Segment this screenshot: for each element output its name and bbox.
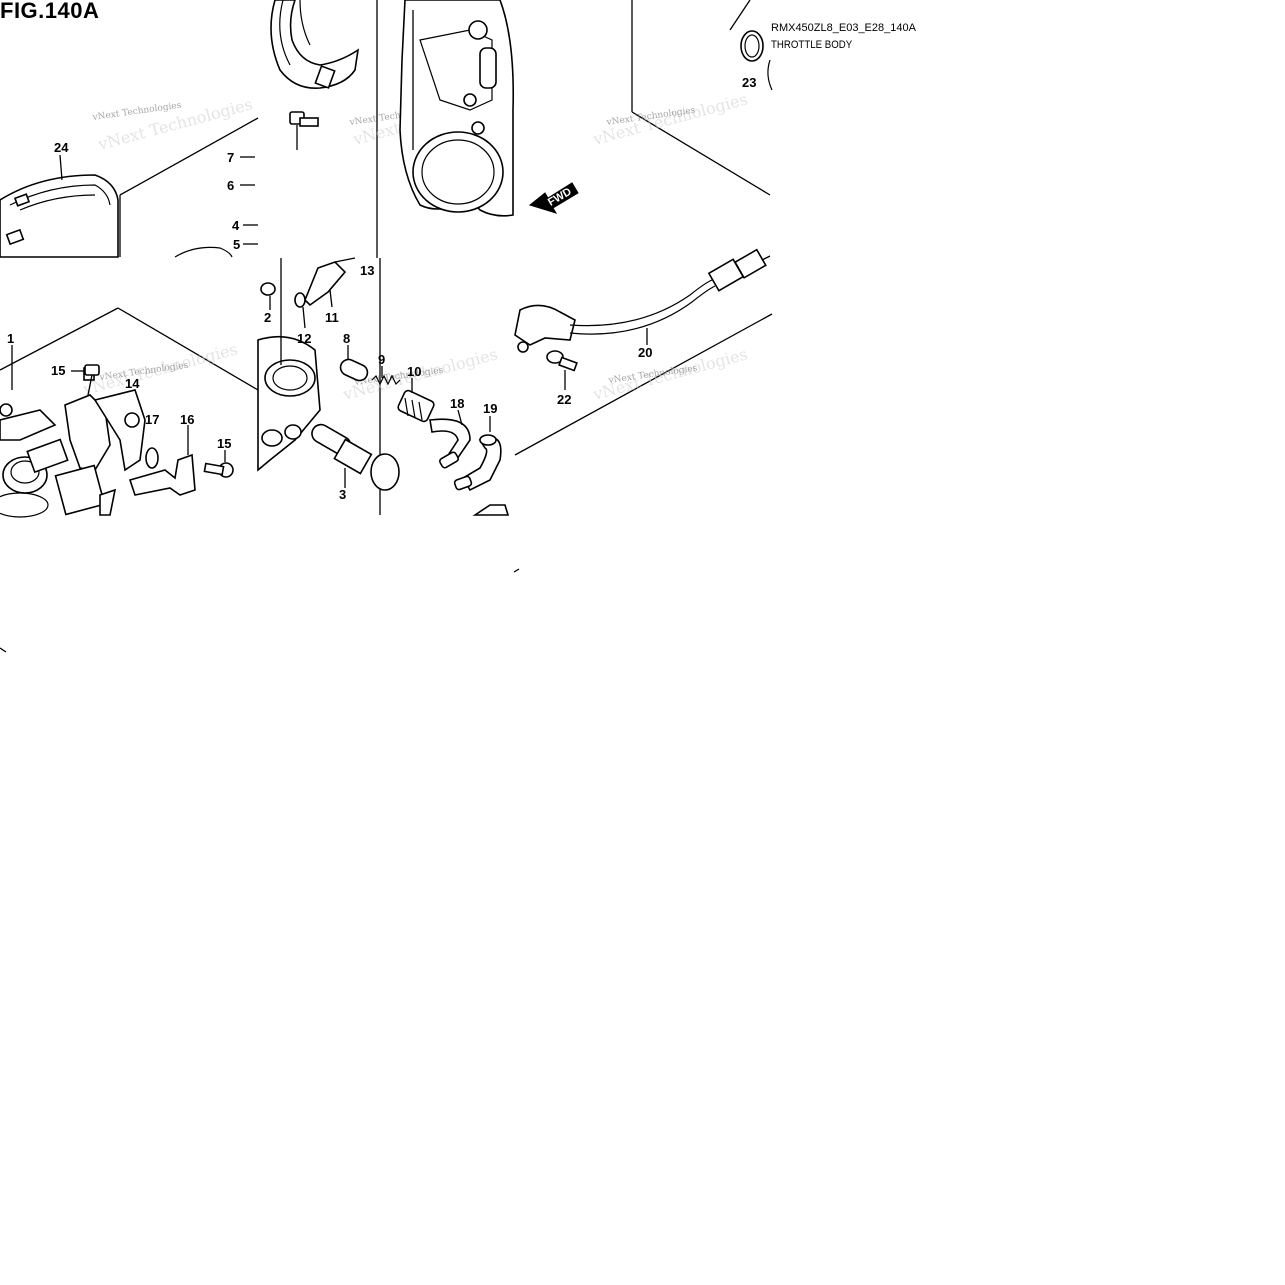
callout-13: 13 — [360, 263, 374, 278]
part-1-injector — [0, 345, 69, 518]
callout-1: 1 — [7, 331, 14, 346]
part-21-oring — [740, 30, 773, 91]
figure-subtitle: THROTTLE BODY — [771, 39, 853, 51]
figure-code: RMX450ZL8_E03_E28_140A — [771, 22, 916, 34]
part-2-screw — [260, 282, 276, 310]
part-lower-corner — [472, 504, 510, 516]
part-10-nut — [397, 378, 435, 423]
part-16-hose-fitting — [128, 425, 196, 496]
callout-21: 23 — [742, 75, 756, 90]
callout-19: 19 — [483, 401, 497, 416]
fwd-label: FWD — [546, 186, 574, 209]
part-throttle-body — [399, 0, 515, 217]
fwd-arrow: FWD — [528, 182, 579, 214]
part-17-oring — [145, 447, 159, 469]
part-15-screw-a — [84, 364, 100, 396]
callout-7: 7 — [227, 150, 234, 165]
part-12-oring — [294, 292, 306, 329]
part-gasket-loop — [270, 0, 360, 89]
part-15-screw-b — [203, 450, 234, 478]
part-19-elbow — [453, 416, 502, 492]
callout-3: 3 — [339, 487, 346, 502]
callout-6: 6 — [227, 178, 234, 193]
part-18-hose — [429, 409, 471, 469]
callout-12: 12 — [297, 331, 311, 346]
part-11-sensor — [304, 257, 356, 308]
frame-lines — [0, 0, 773, 653]
figure-title: FIG.140A — [0, 0, 100, 23]
part-3-valve — [311, 423, 400, 491]
callout-15b: 15 — [217, 436, 231, 451]
callout-4: 4 — [232, 218, 240, 233]
callout-10: 10 — [407, 364, 421, 379]
part-9-spring — [371, 366, 401, 386]
part-8-plunger — [339, 345, 369, 382]
small-parts-4-7 — [174, 156, 258, 258]
callout-15a: 15 — [51, 363, 65, 378]
part-14-bracket — [54, 367, 146, 516]
callout-23: 24 — [54, 140, 69, 155]
part-22-screw — [546, 350, 578, 390]
callout-20: 20 — [638, 345, 652, 360]
part-23-cover — [0, 154, 119, 258]
part-lower-tab — [99, 488, 117, 516]
callout-5: 5 — [233, 237, 240, 252]
part-24-bolt — [289, 111, 319, 150]
callout-8: 8 — [343, 331, 350, 346]
part-manifold-housing — [257, 258, 321, 472]
callout-14: 14 — [125, 376, 140, 391]
callouts: 24 7 6 4 5 13 23 1 15 14 17 16 15 2 12 1… — [7, 75, 756, 502]
callout-2: 2 — [264, 310, 271, 325]
callout-16: 16 — [180, 412, 194, 427]
callout-17: 17 — [145, 412, 159, 427]
callout-11: 11 — [325, 310, 339, 325]
callout-22: 22 — [557, 392, 571, 407]
callout-18: 18 — [450, 396, 464, 411]
callout-9: 9 — [378, 352, 385, 367]
part-20-harness — [514, 248, 771, 353]
